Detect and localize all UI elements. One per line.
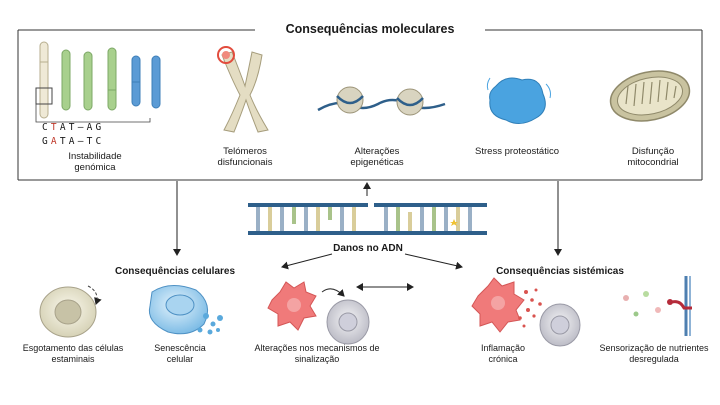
molecular-title: Consequências moleculares — [285, 22, 455, 36]
label-deregulated-nutrient-sensing: Sensorização de nutrientes desregulada — [599, 343, 709, 364]
damaged-dna-icon — [248, 203, 487, 235]
label-cellular-senescence: Senescência celular — [154, 343, 206, 364]
base: A — [59, 122, 69, 133]
base: A — [68, 136, 78, 147]
label-dna-damage: Danos no ADN — [333, 243, 403, 254]
senescent-cell-icon — [148, 285, 223, 335]
chromosomes-icon — [35, 41, 161, 123]
base: T — [86, 136, 96, 147]
sequence-bottom-strand: GATA–TC — [42, 136, 104, 147]
arrow-dna-to-systemic — [404, 253, 463, 270]
arrow-dna-to-cellular — [281, 253, 333, 270]
arrows — [173, 181, 562, 291]
telomere-chromosome-icon — [217, 46, 269, 133]
base: C — [95, 136, 105, 147]
systemic-title: Consequências sistémicas — [496, 266, 624, 277]
mitochondrion-icon — [609, 70, 691, 122]
gap: – — [77, 122, 87, 133]
signaling-cells-icon — [267, 281, 370, 345]
label-altered-signaling: Alterações nos mecanismos de sinalização — [254, 343, 380, 364]
label-genomic-instability: Instabilidade genómica — [68, 151, 122, 173]
misfolded-protein-icon — [486, 77, 551, 124]
base-mutated: T — [50, 122, 60, 133]
label-chronic-inflammation: Inflamação crónica — [480, 343, 526, 364]
label-mitochondrial-dysfunction: Disfunção mitocondrial — [627, 146, 679, 168]
stem-cell-icon — [39, 285, 102, 338]
sequence-top-strand: CTAT–AG — [42, 122, 104, 133]
cellular-title: Consequências celulares — [114, 266, 236, 277]
label-telomeres: Telómeros disfuncionais — [217, 146, 273, 168]
base: A — [86, 122, 96, 133]
base: C — [42, 122, 51, 133]
base: G — [42, 136, 51, 147]
nucleosome-dna-icon — [317, 86, 446, 116]
molecular-bracket — [17, 29, 703, 181]
label-stem-cell-exhaustion: Esgotamento das células estaminais — [22, 343, 124, 364]
base-mutated: A — [50, 136, 60, 147]
base: G — [95, 122, 105, 133]
gap: – — [77, 136, 87, 147]
label-epigenetics: Alterações epigenéticas — [350, 146, 404, 168]
nutrient-receptor-icon — [623, 276, 692, 336]
inflammation-icon — [471, 277, 581, 347]
base: T — [68, 122, 78, 133]
base: T — [59, 136, 69, 147]
label-proteostatic-stress: Stress proteostático — [475, 146, 559, 157]
